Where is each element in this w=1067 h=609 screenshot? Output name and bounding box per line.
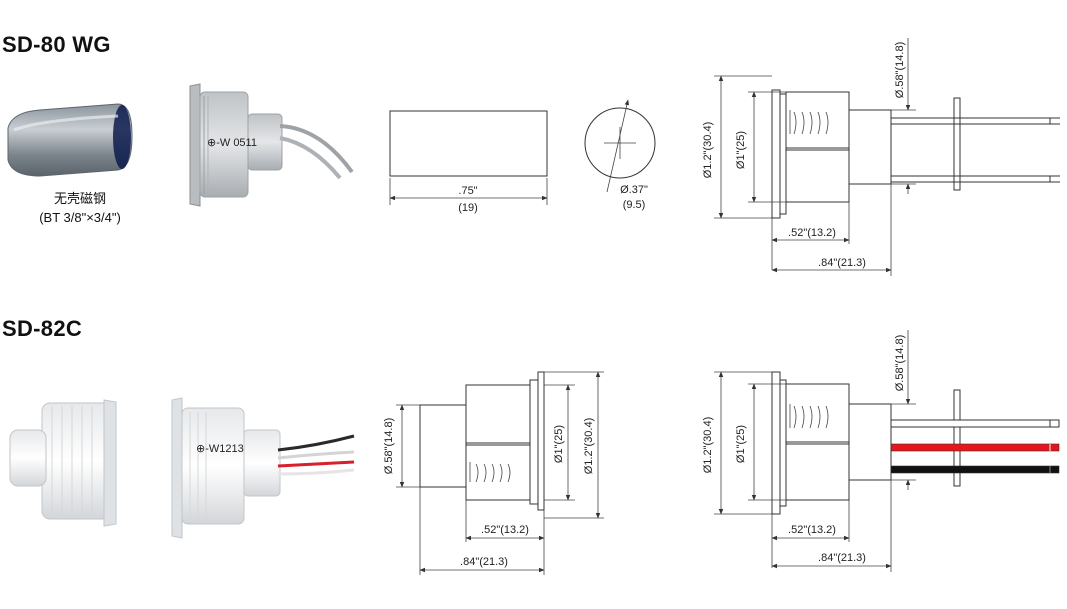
sd80-title: SD-80 WG xyxy=(2,32,111,57)
sd82-left-flange-dia: Ø1.2"(30.4) xyxy=(583,418,595,475)
sd82-right-drawing: Ø1.2"(30.4) Ø1"(25) Ø.58"(14.8) .52"(13.… xyxy=(702,330,1060,572)
sd82-left-total-len: .84"(21.3) xyxy=(460,556,508,568)
magnet-caption-cn: 无壳磁钢 xyxy=(53,191,106,206)
sd82-imprint: ⊕-W1213 xyxy=(196,443,244,455)
sd82-magnet-image xyxy=(9,399,117,527)
sd82-left-body-len: .52"(13.2) xyxy=(481,524,529,536)
magnet-diameter-mm: (9.5) xyxy=(623,199,646,211)
sd82-left-wire-gap: Ø.58"(14.8) xyxy=(383,418,395,475)
sd82-sensor-image: ⊕-W1213 xyxy=(171,397,355,539)
sd80-sensor-drawing: Ø1.2"(30.4) Ø1"(25) Ø.58"(14.8) .52"(13.… xyxy=(702,38,1060,276)
magnet-caption: 无壳磁钢 (BT 3/8"×3/4") xyxy=(10,189,150,227)
magnet-side-view: .75" (19) xyxy=(389,110,548,214)
sd82-right-wire-gap: Ø.58"(14.8) xyxy=(894,335,906,392)
sd82-right-body-dia: Ø1"(25) xyxy=(735,425,747,463)
magnet-length-mm: (19) xyxy=(458,202,478,214)
steel-magnet-image xyxy=(7,103,133,177)
sd82-right-body-len: .52"(13.2) xyxy=(788,524,836,536)
magnet-end-view: Ø.37" (9.5) xyxy=(584,99,656,211)
sd80-body-len: .52"(13.2) xyxy=(788,227,836,239)
sd82-title: SD-82C xyxy=(2,316,83,341)
magnet-caption-size: (BT 3/8"×3/4") xyxy=(39,210,121,225)
sd80-total-len: .84"(21.3) xyxy=(818,257,866,269)
sd82-right-flange-dia: Ø1.2"(30.4) xyxy=(702,417,714,474)
sd82-left-drawing: Ø.58"(14.8) Ø1"(25) Ø1.2"(30.4) .52"(13.… xyxy=(383,371,604,575)
magnet-diameter-in: Ø.37" xyxy=(620,184,648,196)
sd80-imprint: ⊕-W 0511 xyxy=(207,137,257,149)
sd80-wire-gap: Ø.58"(14.8) xyxy=(894,42,906,99)
sd80-body-dia: Ø1"(25) xyxy=(735,131,747,169)
sd82-right-total-len: .84"(21.3) xyxy=(818,552,866,564)
magnet-length-in: .75" xyxy=(458,185,477,197)
sd82-left-body-dia: Ø1"(25) xyxy=(553,425,565,463)
sd80-sensor-image: ⊕-W 0511 xyxy=(189,83,354,207)
sd80-flange-dia: Ø1.2"(30.4) xyxy=(702,122,714,179)
